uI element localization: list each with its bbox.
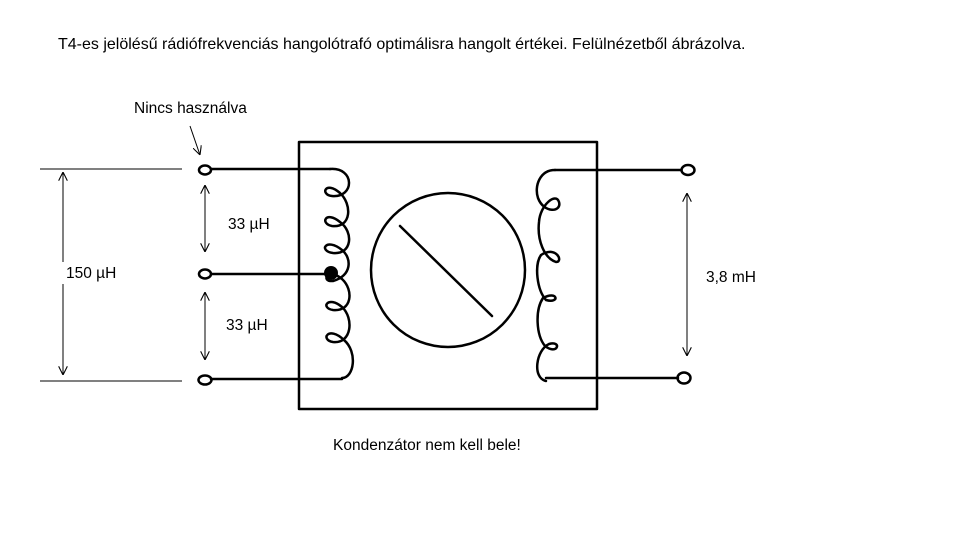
secondary-coil <box>535 168 561 383</box>
terminal-right-top <box>680 163 696 177</box>
terminal-left-tap <box>197 268 213 280</box>
unused-label: Nincs használva <box>134 100 247 117</box>
label-3-8mh: 3,8 mH <box>706 269 756 286</box>
primary-coil <box>323 167 354 380</box>
transformer-housing <box>297 140 599 411</box>
terminal-left-bottom <box>197 374 213 386</box>
terminal-left-top <box>197 164 213 176</box>
capacitor-note: Kondenzátor nem kell bele! <box>333 437 521 454</box>
label-lower-33uh: 33 µH <box>226 317 268 334</box>
tuning-core <box>369 191 527 349</box>
unused-pointer-arrow <box>189 125 200 155</box>
terminal-right-bottom <box>676 371 692 385</box>
label-150uh: 150 µH <box>66 265 116 282</box>
diagram-title: T4-es jelölésű rádiófrekvenciás hangolót… <box>58 36 746 53</box>
label-upper-33uh: 33 µH <box>228 216 270 233</box>
tuning-slot <box>398 224 494 318</box>
label-150uh-bg <box>62 262 132 284</box>
